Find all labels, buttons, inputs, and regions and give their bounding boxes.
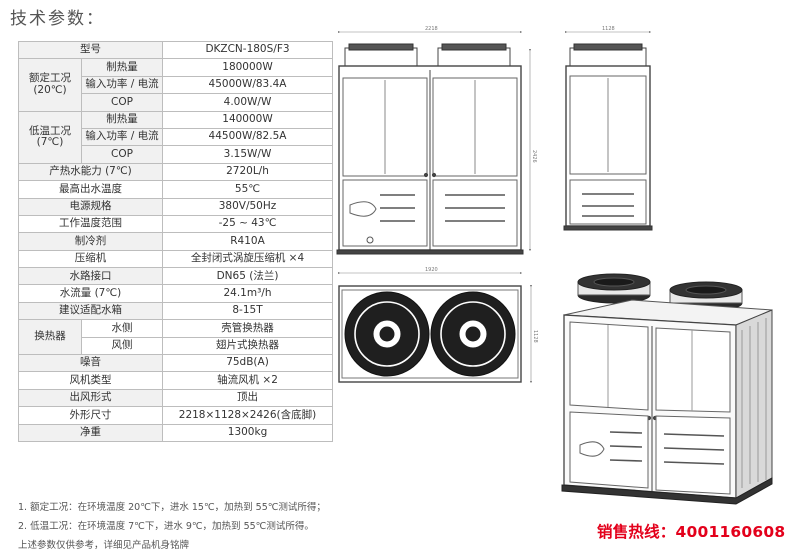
side-depth-dim: 1128 [602, 26, 615, 32]
model-value: DKZCN-180S/F3 [162, 40, 333, 60]
model-label: 型号 [18, 40, 163, 60]
table-row: 额定工况(20℃) 制热量 180000W [18, 58, 333, 112]
rated-cop-value: 4.00W/W [162, 93, 333, 112]
low-cop-value: 3.15W/W [162, 145, 333, 164]
rated-heating-label: 制热量 [81, 58, 163, 77]
rated-power-value: 45000W/83.4A [162, 75, 333, 95]
table-row: 产热水能力 (7℃)2720L/h [18, 162, 333, 182]
table-row: 换热器 水侧 壳管换热器 [18, 319, 333, 356]
water-side-value: 壳管换热器 [162, 319, 333, 338]
front-width-dim: 2218 [425, 26, 438, 32]
table-row: 出风形式顶出 [18, 388, 333, 408]
sales-hotline: 销售热线：4001160608 [597, 523, 786, 541]
table-row: COP 3.15W/W [19, 145, 333, 164]
table-row: 输入功率 / 电流 45000W/83.4A [19, 75, 333, 95]
rated-power-label: 输入功率 / 电流 [81, 75, 163, 95]
section-title: 技术参数： [10, 9, 105, 29]
table-row: COP 4.00W/W [19, 93, 333, 112]
footnotes: 1. 额定工况：在环境温度 20℃下，进水 15℃，加热到 55℃测试所得； 2… [18, 498, 326, 555]
rated-group-label: 额定工况(20℃) [18, 58, 82, 112]
note-2: 2. 低温工况：在环境温度 7℃下，进水 9℃，加热到 55℃测试所得。 [18, 521, 314, 532]
note-3: 上述参数仅供参考，详细见产品机身铭牌 [18, 540, 190, 551]
table-row: 风侧 翅片式换热器 [19, 336, 333, 356]
top-depth-dim: 1128 [532, 330, 538, 343]
top-view-drawing: 1920 1128 [337, 267, 538, 384]
exchanger-group-label: 换热器 [18, 319, 82, 356]
front-view-drawing: 2218 2426 [336, 26, 537, 255]
side-view-drawing: 1128 [563, 26, 653, 231]
low-heating-value: 140000W [162, 110, 333, 129]
table-row: 型号 DKZCN-180S/F3 [18, 40, 333, 60]
low-cop-label: COP [81, 145, 163, 164]
spec-table: 型号 DKZCN-180S/F3 额定工况(20℃) 制热量 180000W 输… [18, 40, 333, 442]
low-power-value: 44500W/82.5A [162, 127, 333, 147]
table-row: 水流量 (7℃)24.1m³/h [18, 284, 333, 303]
table-row: 风机类型轴流风机 ×2 [18, 371, 333, 390]
product-3d-illustration [561, 273, 773, 505]
air-side-value: 翅片式换热器 [162, 336, 333, 356]
table-row: 压缩机全封闭式涡旋压缩机 ×4 [18, 249, 333, 269]
rated-heating-value: 180000W [162, 58, 333, 77]
top-width-dim: 1920 [425, 267, 438, 273]
table-row: 工作温度范围-25 ~ 43℃ [18, 214, 333, 234]
rated-cop-label: COP [81, 93, 163, 112]
front-height-dim: 2426 [531, 150, 537, 163]
low-group-label: 低温工况(7℃) [18, 110, 82, 164]
note-1: 1. 额定工况：在环境温度 20℃下，进水 15℃，加热到 55℃测试所得； [18, 502, 326, 513]
